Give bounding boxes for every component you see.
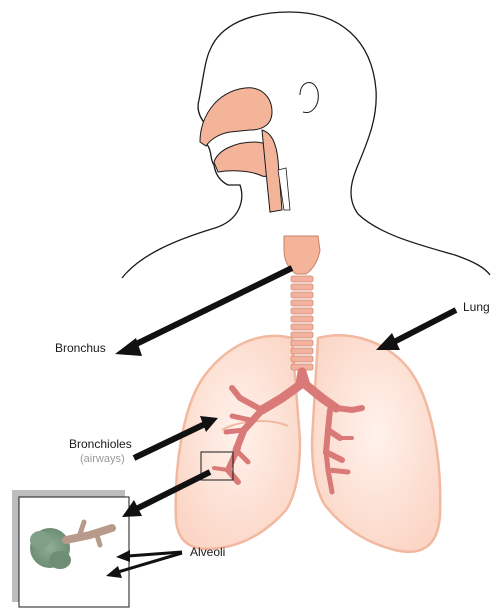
lung-label: Lung: [463, 300, 490, 314]
nasal-cavity: [200, 88, 272, 146]
right-lung: [312, 335, 440, 551]
bronchioles-label: Bronchioles: [69, 437, 132, 451]
trachea-rings: [291, 276, 313, 370]
alveoli-label: Alveoli: [190, 545, 225, 559]
bronchioles-note: (airways): [80, 453, 125, 465]
bronchus-label: Bronchus: [55, 341, 106, 355]
lung-arrow: [376, 310, 456, 350]
ear-outline: [300, 83, 318, 113]
